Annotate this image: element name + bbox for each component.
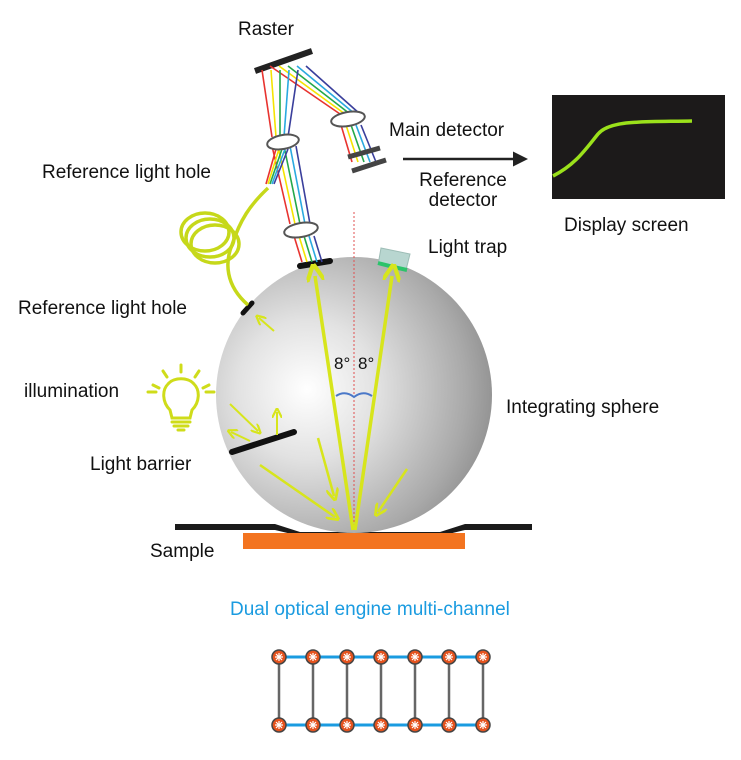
spectral-ray (267, 148, 280, 185)
angle-arc (335, 392, 373, 399)
channel-node-glyph (445, 653, 453, 661)
diffuse-arrow (259, 318, 275, 332)
light-barrier (229, 429, 297, 455)
spectral-ray (355, 124, 371, 163)
channel-node-glyph (411, 653, 419, 661)
spectral-ray (269, 148, 283, 185)
label-reference-detector-2: detector (428, 190, 498, 211)
label-reference-light-hole-top: Reference light hole (42, 162, 211, 183)
spectral-ray (303, 235, 313, 263)
diffuse-arrow (259, 463, 335, 517)
spectral-ray (313, 235, 323, 263)
channel-node-glyph (479, 653, 487, 661)
spectral-ray (273, 148, 289, 185)
spectral-ray (269, 65, 341, 115)
spectral-ray (283, 69, 290, 138)
channel-node-glyph (343, 653, 351, 661)
label-light-trap: Light trap (428, 237, 508, 258)
lens-main (330, 110, 366, 128)
lightbulb-icon (146, 363, 216, 432)
spectral-ray (289, 145, 306, 225)
spectral-ray (296, 65, 356, 115)
spectral-ray (360, 124, 377, 163)
label-reference-detector-1: Reference (419, 170, 507, 191)
label-light-barrier: Light barrier (90, 454, 192, 475)
label-integrating-sphere: Integrating sphere (506, 397, 660, 418)
display-curve (552, 119, 693, 178)
label-reference-light-hole-side: Reference light hole (18, 298, 187, 319)
channel-ladder (271, 649, 491, 733)
spectral-ray (308, 235, 318, 263)
label-sample: Sample (150, 541, 215, 562)
diffuse-arrow (316, 437, 334, 496)
spectral-ray (270, 69, 277, 138)
beam-left (315, 276, 355, 531)
caption-title: Dual optical engine multi-channel (230, 599, 510, 620)
beam-right (353, 276, 392, 531)
channel-node-glyph (411, 721, 419, 729)
raster-grating (254, 48, 313, 74)
spectral-ray (305, 65, 361, 115)
channel-node-glyph (445, 721, 453, 729)
main-detector-plate (347, 145, 381, 160)
spectral-ray (261, 69, 273, 138)
spectral-ray (271, 148, 286, 185)
label-illumination: illumination (24, 381, 120, 402)
label-display-screen: Display screen (564, 215, 689, 236)
label-raster: Raster (238, 19, 294, 40)
channel-node-glyph (343, 721, 351, 729)
sample-block (243, 533, 465, 549)
reference-port (240, 300, 255, 316)
channel-node-glyph (309, 653, 317, 661)
lens-reference (266, 133, 300, 151)
illum-arrow (229, 403, 258, 431)
spectral-ray (298, 235, 308, 263)
spectral-ray (295, 145, 311, 225)
label-main-detector: Main detector (389, 120, 505, 141)
optical-fiber (179, 186, 270, 307)
illum-arrow (231, 432, 251, 442)
display-screen (552, 95, 725, 199)
spectral-ray (287, 65, 351, 115)
spectral-ray (350, 124, 365, 163)
channel-node-glyph (479, 721, 487, 729)
spectral-ray (271, 145, 291, 225)
spectral-ray (265, 148, 277, 185)
spectral-ray (278, 65, 346, 115)
spectral-beams (261, 65, 377, 263)
spectral-ray (287, 69, 299, 138)
lens-lower (283, 221, 319, 239)
main-detector-plate-2 (351, 157, 387, 174)
spectral-ray (293, 235, 303, 263)
label-angle-left: 8° (334, 354, 351, 373)
channel-node-glyph (377, 721, 385, 729)
channel-node-glyph (275, 721, 283, 729)
label-angle-right: 8° (358, 354, 375, 373)
channel-node-glyph (275, 653, 283, 661)
channel-node-glyph (377, 653, 385, 661)
diffuse-arrow (378, 468, 409, 512)
integrating-sphere (216, 257, 492, 533)
channel-node-glyph (309, 721, 317, 729)
spectral-ray (283, 145, 301, 225)
